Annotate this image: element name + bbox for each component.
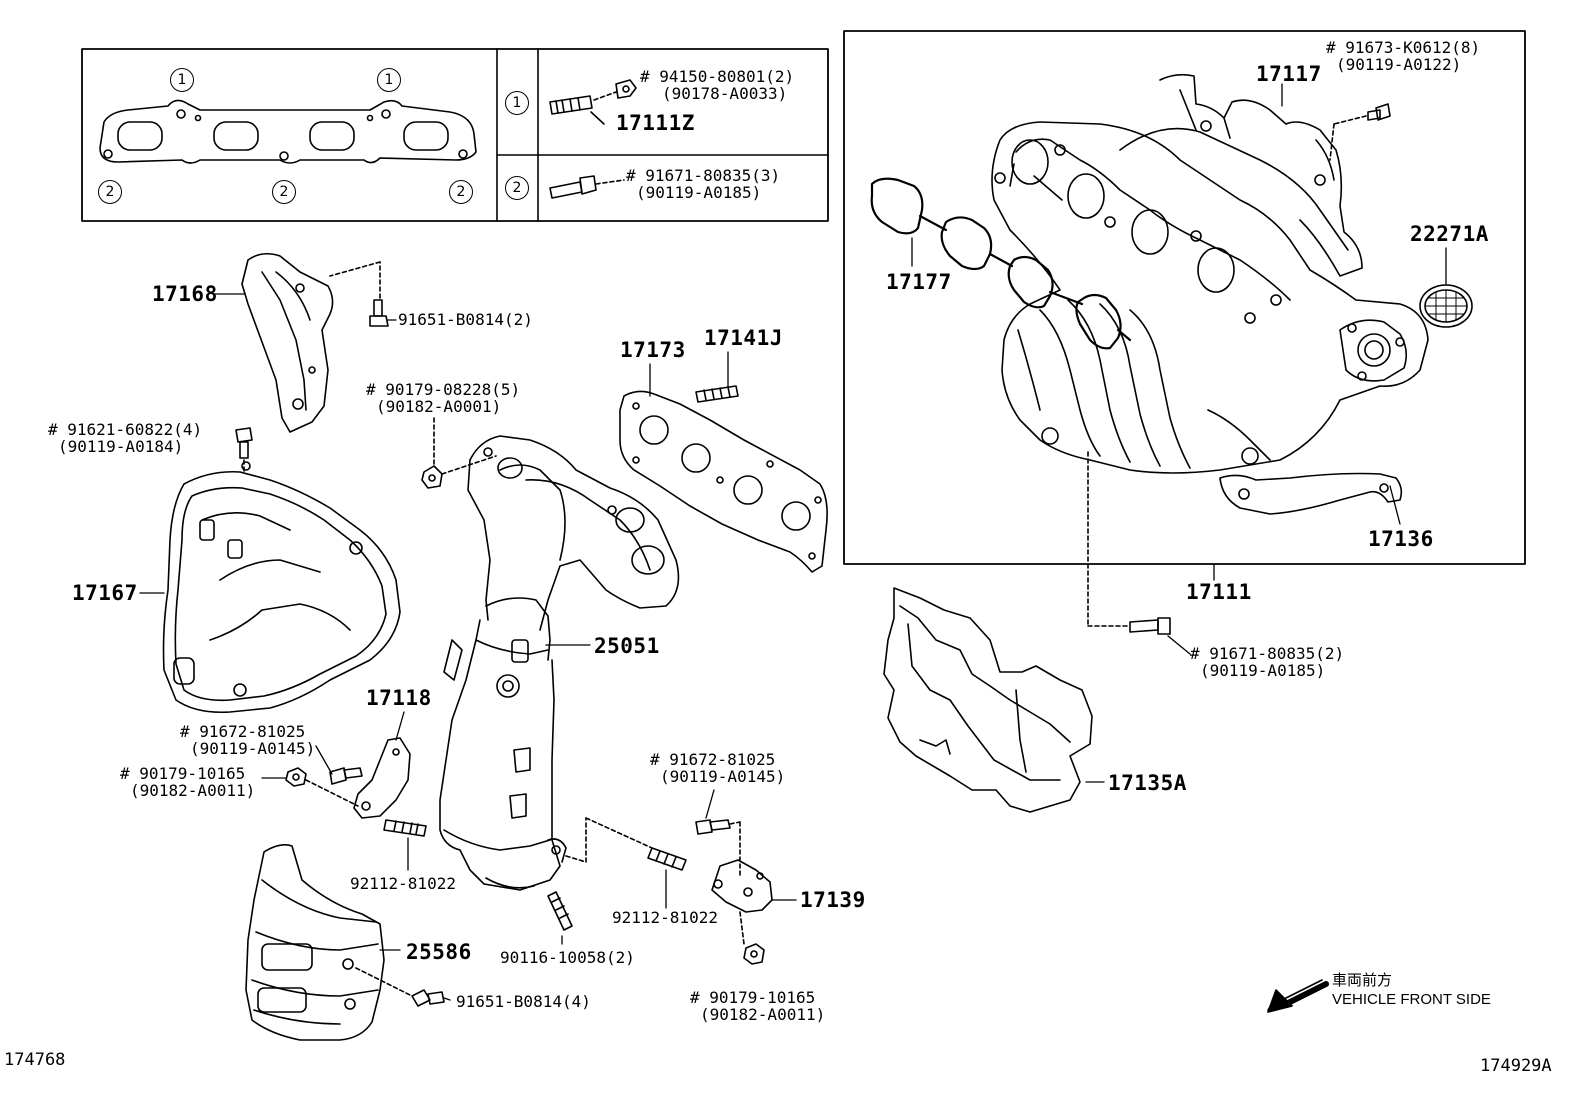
- bolt-91671-b-no: # 91671-80835(2): [1190, 644, 1345, 663]
- inset-row2-note: # 91671-80835(3): [626, 166, 781, 185]
- part-17111Z: 17111Z: [616, 111, 695, 135]
- gasket-17177-drawing: [870, 177, 1132, 350]
- bolt-91673: # 91673-K0612(8) (90119-A0122): [1326, 38, 1481, 74]
- bolt-91621: # 91621-60822(4) (90119-A0184): [48, 420, 203, 456]
- leader-lines: [139, 83, 1447, 1001]
- inset-row1-callout: # 94150-80801(2) (90178-A0033): [640, 67, 795, 103]
- inset-row1-note: # 94150-80801(2): [640, 67, 795, 86]
- nut-90179-a-no: # 90179-08228(5): [366, 380, 521, 399]
- gasket-marker-1b: 1: [377, 68, 401, 92]
- bracket-17139-drawing: [711, 859, 773, 913]
- bolt-91621-alt: (90119-A0184): [58, 436, 184, 456]
- nut-90179-c-alt: (90182-A0011): [700, 1004, 826, 1024]
- fasteners-drawing: [235, 103, 1391, 1007]
- bolt-91673-alt: (90119-A0122): [1336, 54, 1462, 74]
- nut-90179-b-alt: (90182-A0011): [130, 780, 256, 800]
- vehicle-front-jp: 車両前方: [1332, 972, 1393, 989]
- vehicle-front-en: VEHICLE FRONT SIDE: [1332, 990, 1491, 1008]
- bolt-91673-no: # 91673-K0612(8): [1326, 38, 1481, 57]
- bolt-91672-b: # 91672-81025 (90119-A0145): [650, 750, 786, 786]
- nut-90179-c-no: # 90179-10165: [690, 988, 816, 1007]
- gasket-marker-2a: 2: [98, 180, 122, 204]
- exhaust-manifold-drawing: [439, 435, 680, 891]
- part-17139: 17139: [800, 888, 866, 912]
- bolt-91671-b: # 91671-80835(2) (90119-A0185): [1190, 644, 1345, 680]
- nut-90179-b-no: # 90179-10165: [120, 764, 246, 783]
- nut-90179-a-alt: (90182-A0001): [376, 396, 502, 416]
- stud-92112-b: 92112-81022: [612, 908, 718, 927]
- bolt-91672-a-no: # 91672-81025: [180, 722, 306, 741]
- inset-row1-alt: (90178-A0033): [662, 83, 788, 103]
- inset-row2-alt: (90119-A0185): [636, 182, 762, 202]
- gasket-marker-2c: 2: [449, 180, 473, 204]
- nut-90179-b: # 90179-10165 (90182-A0011): [120, 764, 256, 800]
- part-17177: 17177: [886, 270, 952, 294]
- bolt-91672-b-alt: (90119-A0145): [660, 766, 786, 786]
- part-17141J: 17141J: [704, 326, 783, 350]
- bracket-17168-drawing: [241, 252, 334, 433]
- inset-bolt-drawing: [549, 175, 625, 199]
- bolt-91672-a-alt: (90119-A0145): [190, 738, 316, 758]
- insulator-17135A-drawing: [883, 587, 1093, 813]
- gasket-marker-1a: 1: [170, 68, 194, 92]
- part-17136: 17136: [1368, 527, 1434, 551]
- part-25051: 25051: [594, 634, 660, 658]
- insulator-25586-drawing: [245, 844, 385, 1041]
- part-17117: 17117: [1256, 62, 1322, 86]
- bolt-91671-b-alt: (90119-A0185): [1200, 660, 1326, 680]
- vehicle-front-note: 車両前方 VEHICLE FRONT SIDE: [1332, 972, 1491, 1010]
- part-22271A: 22271A: [1410, 222, 1489, 246]
- part-17168: 17168: [152, 282, 218, 306]
- part-17118: 17118: [366, 686, 432, 710]
- nut-90179-c: # 90179-10165 (90182-A0011): [690, 988, 826, 1024]
- bracket-17117-drawing: [1159, 73, 1363, 277]
- insulator-17167-drawing: [162, 461, 401, 714]
- bolt-91651-b: 91651-B0814(4): [456, 992, 591, 1011]
- intake-manifold-drawing: [991, 121, 1429, 474]
- ref-number-right: 174929A: [1480, 1056, 1552, 1076]
- stud-17141J-drawing: [695, 385, 739, 403]
- inset-box: [81, 48, 829, 222]
- bolt-91651-a: 91651-B0814(2): [398, 310, 533, 329]
- bolt-91672-a: # 91672-81025 (90119-A0145): [180, 722, 316, 758]
- part-17167: 17167: [72, 581, 138, 605]
- inset-gasket-drawing: [99, 99, 477, 164]
- stud-90116: 90116-10058(2): [500, 948, 635, 967]
- stud-92112-a: 92112-81022: [350, 874, 456, 893]
- nut-90179-a: # 90179-08228(5) (90182-A0001): [366, 380, 521, 416]
- part-17173: 17173: [620, 338, 686, 362]
- row-marker-2: 2: [505, 176, 529, 200]
- inset-row2-callout: # 91671-80835(3) (90119-A0185): [626, 166, 781, 202]
- inset-stud-drawing: [549, 79, 637, 125]
- intake-box: [843, 30, 1526, 565]
- row-marker-1: 1: [505, 91, 529, 115]
- bracket-17136-drawing: [1219, 472, 1403, 515]
- gasket-marker-2b: 2: [272, 180, 296, 204]
- bolt-91621-no: # 91621-60822(4): [48, 420, 203, 439]
- bracket-17118-drawing: [353, 737, 411, 819]
- screen-22271A-drawing: [1419, 284, 1473, 328]
- part-17135A: 17135A: [1108, 771, 1187, 795]
- bolt-91672-b-no: # 91672-81025: [650, 750, 776, 769]
- part-17111: 17111: [1186, 580, 1252, 604]
- ref-number-left: 174768: [4, 1050, 66, 1070]
- part-25586: 25586: [406, 940, 472, 964]
- front-arrow-icon: [1267, 979, 1329, 1013]
- gasket-17173-drawing: [619, 390, 828, 573]
